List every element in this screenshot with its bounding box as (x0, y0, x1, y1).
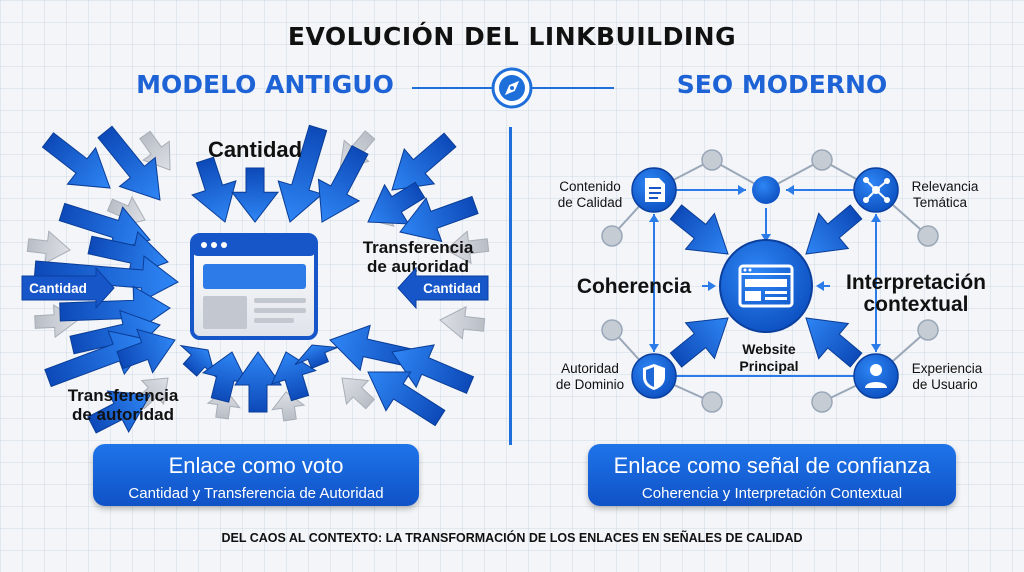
converging-arrow (669, 204, 729, 255)
peripheral-nodes (601, 149, 939, 413)
blue-arrow (367, 371, 446, 427)
card-left-subtitle: Cantidad y Transferencia de Autoridad (128, 485, 384, 502)
node-label-tl-1: Contenido (559, 179, 621, 194)
node-label-br-1: Experiencia (912, 361, 983, 376)
blue-arrow (201, 351, 249, 403)
blue-arrow (391, 344, 475, 394)
card-right-title: Enlace como señal de confianza (613, 453, 931, 478)
blue-arrow (230, 167, 280, 223)
label-coherencia: Coherencia (577, 275, 692, 298)
blue-arrow (41, 132, 111, 189)
gray-arrow (439, 305, 486, 340)
converging-arrow (669, 317, 729, 368)
shield-icon (631, 353, 677, 399)
connector-arrowheads (649, 185, 881, 352)
footer-caption: DEL CAOS AL CONTEXTO: LA TRANSFORMACIÓN … (221, 531, 803, 545)
node-label-tr-1: Relevancia (912, 179, 979, 194)
blue-arrow (294, 344, 338, 369)
converging-arrow (805, 317, 863, 368)
label-transfer-bottom-1: Transferencia (68, 386, 179, 405)
blue-arrow (191, 156, 237, 223)
document-icon (631, 167, 677, 213)
tag-arrow-right: Cantidad (397, 266, 489, 310)
gray-arrow (341, 377, 375, 410)
node-label-bl-2: de Dominio (556, 377, 624, 392)
blue-arrow (399, 195, 479, 243)
website-main-icon (719, 239, 813, 333)
hub-node (752, 176, 780, 204)
compass-icon (491, 67, 533, 109)
gray-arrow (445, 230, 490, 265)
network-icon (853, 167, 899, 213)
gray-arrow (26, 230, 71, 265)
node-label-br-2: de Usuario (912, 377, 977, 392)
center-label-2: Principal (739, 358, 798, 374)
label-interpretacion-1: Interpretación (846, 271, 986, 294)
blue-arrow (391, 132, 457, 191)
blue-arrow (87, 390, 151, 434)
user-icon (853, 353, 899, 399)
blue-arrow (179, 344, 217, 378)
converging-arrows (669, 204, 863, 368)
blue-arrow (317, 145, 369, 223)
blue-arrow (116, 328, 176, 374)
blue-arrow (97, 125, 161, 201)
blue-arrow (367, 181, 426, 225)
vertical-divider (509, 127, 512, 445)
node-label-tr-2: Temática (913, 195, 968, 210)
blue-arrow (277, 124, 328, 223)
tag-arrow-left: Cantidad (21, 266, 115, 310)
main-title: EVOLUCIÓN DEL LINKBUILDING (287, 22, 737, 51)
blue-arrow (234, 351, 282, 413)
center-label-1: Website (742, 341, 796, 357)
label-transfer-right-2: de autoridad (367, 257, 469, 276)
card-left-title: Enlace como voto (168, 453, 344, 478)
gray-arrow (34, 304, 79, 339)
card-right-subtitle: Coherencia y Interpretación Contextual (641, 485, 903, 502)
label-transfer-bottom-2: de autoridad (72, 405, 174, 424)
gray-arrow (206, 389, 241, 420)
converging-arrow (805, 204, 863, 255)
heading-modern-seo: SEO MODERNO (676, 70, 888, 99)
label-transfer-right-1: Transferencia (363, 238, 474, 257)
chaos-arrows (26, 124, 490, 434)
label-interpretacion-2: contextual (863, 293, 968, 316)
tag-right-label: Cantidad (423, 281, 481, 296)
node-label-bl-1: Autoridad (561, 361, 619, 376)
tag-left-label: Cantidad (29, 281, 87, 296)
card-link-as-vote: Enlace como voto Cantidad y Transferenci… (93, 444, 419, 506)
node-label-tl-2: de Calidad (558, 195, 623, 210)
card-link-as-trust-signal: Enlace como señal de confianza Coherenci… (588, 444, 956, 506)
heading-old-model: MODELO ANTIGUO (136, 70, 394, 99)
browser-window-icon (190, 233, 318, 340)
label-cantidad-top: Cantidad (208, 137, 302, 162)
